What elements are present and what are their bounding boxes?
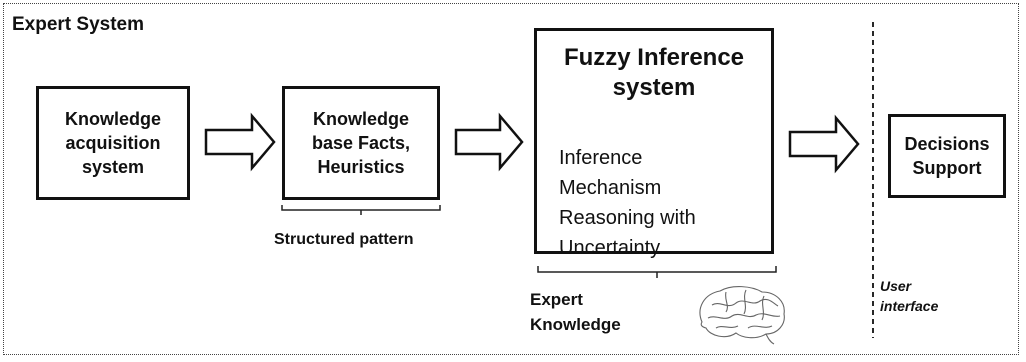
right-arrow-icon	[454, 112, 524, 172]
knowledge-base-box: Knowledge base Facts, Heuristics	[282, 86, 440, 200]
expert-knowledge-brace	[537, 266, 777, 278]
fuzzy-inference-title: Fuzzy Inference system	[563, 44, 745, 101]
user-interface-label: User interface	[880, 278, 939, 315]
knowledge-base-label: Knowledge base Facts, Heuristics	[311, 108, 411, 178]
fuzzy-line: Inference	[559, 147, 643, 169]
diagram-title: Expert System	[12, 14, 145, 35]
fuzzy-inference-box: Fuzzy Inference system Inference Mechani…	[534, 28, 774, 259]
structured-pattern-brace	[281, 205, 441, 215]
brain-icon	[699, 286, 785, 345]
knowledge-acquisition-label: Knowledge acquisition system	[64, 108, 161, 178]
fuzzy-line: Reasoning with	[559, 207, 696, 229]
right-arrow-icon	[204, 112, 276, 172]
knowledge-acquisition-box: Knowledge acquisition system	[36, 86, 190, 200]
decisions-support-label: Decisions Support	[904, 133, 990, 178]
expert-knowledge-label: Expert Knowledge	[530, 288, 621, 337]
fuzzy-line: Mechanism	[559, 177, 662, 199]
decisions-support-box: Decisions Support	[888, 114, 1006, 198]
right-arrow-icon	[788, 114, 860, 174]
fuzzy-line: Uncertainty	[559, 237, 661, 259]
expert-knowledge-line: Expert	[530, 290, 583, 309]
expert-system-frame	[3, 3, 1019, 355]
structured-pattern-label: Structured pattern	[274, 231, 414, 248]
expert-knowledge-line: Knowledge	[530, 314, 621, 334]
fuzzy-inference-details: Inference Mechanism Reasoning with Uncer…	[559, 143, 696, 263]
